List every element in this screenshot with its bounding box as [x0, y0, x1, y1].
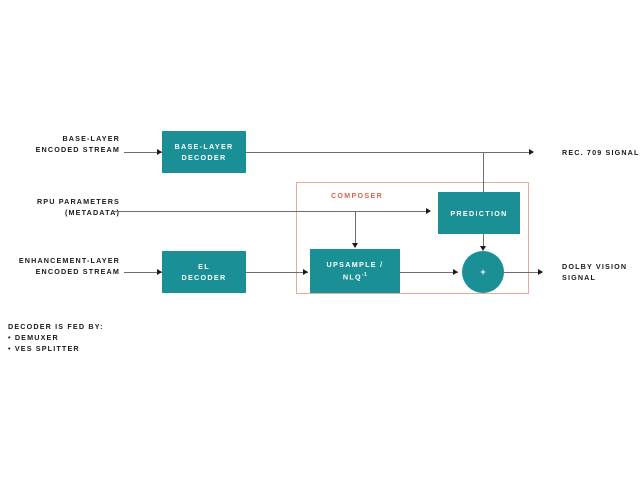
block-label-el-decoder: EL DECODER: [181, 262, 227, 282]
connector-bl-output: [246, 152, 533, 153]
arrowhead-prediction-left: [426, 207, 431, 214]
connector-prediction-to-sum: [483, 234, 484, 250]
block-label-prediction: PREDICTION: [450, 208, 508, 218]
arrowhead-sum-top: [480, 246, 486, 251]
composer-group-title: COMPOSER: [331, 193, 384, 200]
block-label-base-layer-decoder: BASE-LAYER DECODER: [174, 142, 234, 162]
output-label-dolby-vision-signal: DOLBY VISION SIGNAL: [562, 262, 628, 282]
arrowhead-rec709: [529, 148, 534, 155]
block-el-decoder[interactable]: EL DECODER: [162, 251, 246, 293]
connector-bl-to-prediction: [483, 152, 484, 200]
arrowhead-bl-input: [157, 148, 162, 155]
block-upsample-nlq[interactable]: UPSAMPLE / NLQ-1: [310, 249, 400, 293]
arrowhead-upsample-top: [352, 243, 358, 248]
connector-el-to-upsample: [246, 272, 308, 273]
footnote-heading: DECODER IS FED BY:: [8, 322, 104, 331]
connector-rpu-to-upsample: [355, 211, 356, 247]
footnote-item-ves-splitter: • VES SPLITTER: [8, 344, 80, 353]
composer-group-frame: [296, 182, 529, 294]
input-label-rpu-parameters: RPU PARAMETERS (METADATA): [36, 197, 120, 217]
block-label-upsample-nlq: UPSAMPLE / NLQ-1: [327, 259, 384, 282]
input-label-base-layer-encoded-stream: BASE-LAYER ENCODED STREAM: [35, 134, 120, 154]
connector-bl-input: [124, 152, 162, 153]
block-summing-junction[interactable]: +: [462, 251, 504, 293]
footnote-item-demuxer: • DEMUXER: [8, 333, 59, 342]
block-label-upsample-nlq-main: UPSAMPLE / NLQ: [326, 260, 384, 282]
block-label-upsample-nlq-exponent: -1: [361, 272, 368, 279]
arrowhead-el-input: [157, 268, 162, 275]
connector-el-input: [124, 272, 162, 273]
arrowhead-upsample-left: [303, 268, 308, 275]
output-label-rec-709-signal: REC. 709 SIGNAL: [562, 148, 640, 157]
connector-sum-output: [500, 272, 542, 273]
connector-upsample-to-sum: [400, 272, 458, 273]
input-label-enhancement-layer-encoded-stream: ENHANCEMENT-LAYER ENCODED STREAM: [18, 256, 120, 276]
summing-junction-symbol: +: [480, 266, 486, 277]
connector-rpu-main: [112, 211, 430, 212]
block-prediction[interactable]: PREDICTION: [438, 192, 520, 234]
arrowhead-sum-left: [453, 268, 458, 275]
arrowhead-dolby-vision: [538, 268, 543, 275]
block-base-layer-decoder[interactable]: BASE-LAYER DECODER: [162, 131, 246, 173]
